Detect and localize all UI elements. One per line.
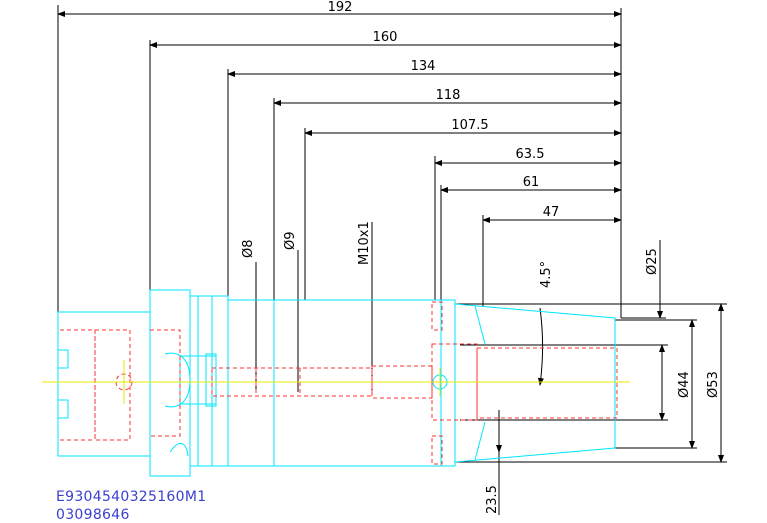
recess-depth-annotation: 23.5: [485, 410, 502, 515]
label-dia-8: Ø8: [241, 239, 256, 258]
dim-label-118: 118: [436, 88, 461, 103]
label-dia-25: Ø25: [645, 248, 660, 275]
dim-label-134: 134: [411, 59, 436, 74]
dim-label-107-5: 107.5: [451, 118, 488, 133]
length-dimensions: 192 160 134 118 107.5 63.5 61 47: [57, 0, 622, 312]
label-thread: M10x1: [357, 221, 372, 265]
diameter-dimensions: Ø25 Ø44 Ø53: [455, 240, 727, 463]
label-dia-53: Ø53: [706, 371, 721, 398]
dim-label-63-5: 63.5: [516, 147, 545, 162]
hidden-lines: [60, 301, 618, 465]
dim-label-47: 47: [543, 205, 560, 220]
drawing-number: 03098646: [56, 507, 130, 523]
dim-label-192: 192: [328, 0, 353, 15]
tool-outline: [57, 289, 616, 477]
label-dia-9: Ø9: [283, 231, 298, 250]
part-code: E9304540325160M1: [56, 489, 207, 505]
dim-label-160: 160: [373, 30, 398, 45]
dim-label-61: 61: [523, 175, 540, 190]
label-taper-angle: 4.5°: [539, 261, 554, 288]
label-dia-44: Ø44: [677, 371, 692, 398]
label-recess-depth: 23.5: [485, 485, 500, 514]
taper-angle-annotation: 4.5°: [537, 261, 554, 386]
feature-labels: Ø8 Ø9 M10x1: [241, 221, 373, 396]
